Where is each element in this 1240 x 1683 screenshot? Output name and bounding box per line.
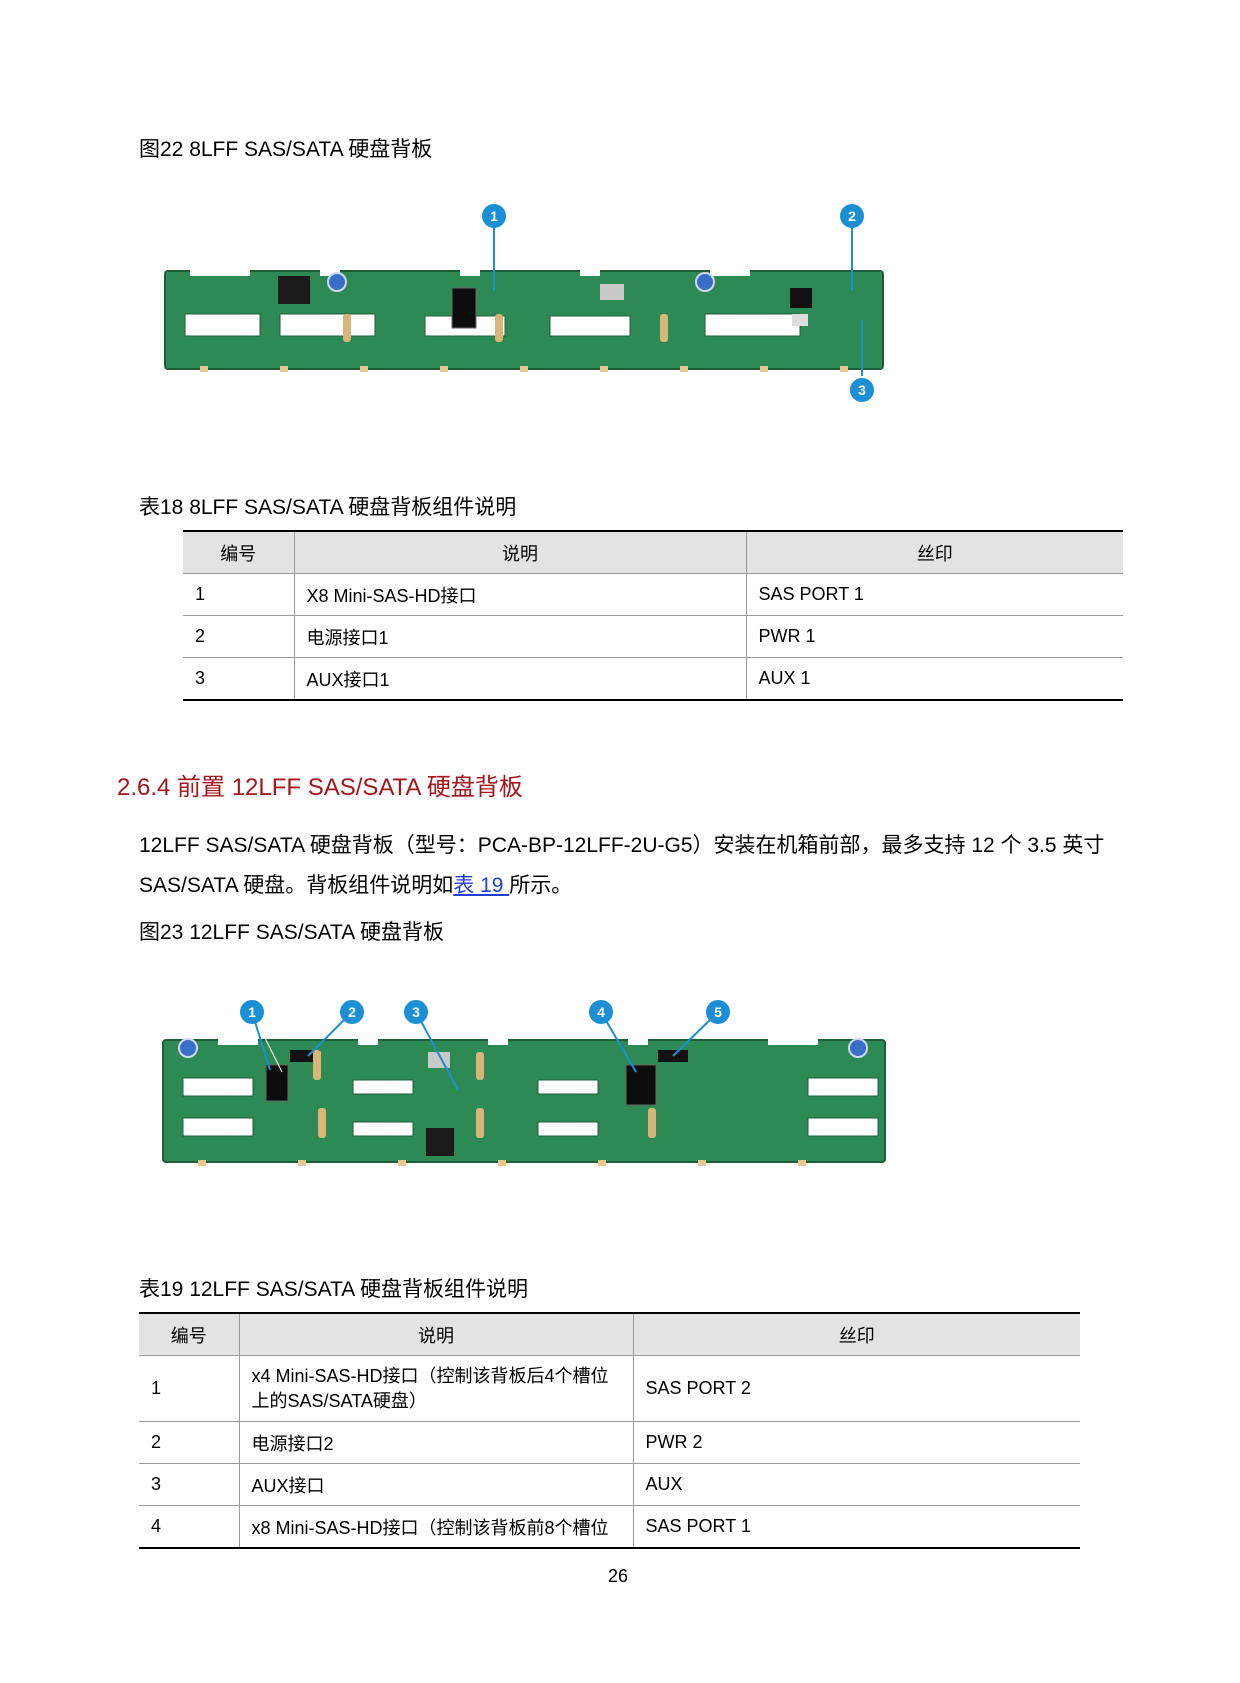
table-cell: x8 Mini-SAS-HD接口（控制该背板前8个槽位 [238,1505,634,1549]
table-row: 3 AUX接口1 AUX 1 [183,657,1123,701]
svg-text:1: 1 [248,1004,256,1020]
table-cell: 1 [183,573,295,616]
table-header-description: 说明 [293,530,747,574]
figure-23-caption: 图23 12LFF SAS/SATA 硬盘背板 [139,921,444,944]
table-cell: AUX 1 [745,657,1123,701]
callout-1-icon: 1 [482,204,506,228]
table-cell: SAS PORT 1 [632,1505,1080,1549]
callout-2-icon: 2 [340,1000,364,1024]
figure-22-backplane-image: 1 2 3 [160,196,900,416]
table-cell: 1 [139,1355,240,1422]
table-row: 2 电源接口2 PWR 2 [139,1421,1080,1464]
table-row: 2 电源接口1 PWR 1 [183,615,1123,658]
table-cell: X8 Mini-SAS-HD接口 [293,573,747,616]
svg-text:2: 2 [848,208,856,224]
table-cell: 3 [183,657,295,701]
table-18-caption: 表18 8LFF SAS/SATA 硬盘背板组件说明 [139,496,517,519]
table-row: 4 x8 Mini-SAS-HD接口（控制该背板前8个槽位 SAS PORT 1 [139,1505,1080,1549]
table-cell: PWR 2 [632,1421,1080,1464]
table-cell: x4 Mini-SAS-HD接口（控制该背板后4个槽位上的SAS/SATA硬盘） [238,1355,634,1422]
table-header-number: 编号 [139,1312,240,1356]
table-row: 1 X8 Mini-SAS-HD接口 SAS PORT 1 [183,573,1123,616]
svg-text:4: 4 [597,1004,605,1020]
figure-23-backplane-image: 1 2 3 4 5 [158,990,898,1180]
callout-4-icon: 4 [589,1000,613,1024]
table-header-silkscreen: 丝印 [632,1312,1080,1356]
svg-text:1: 1 [490,208,498,224]
table-header-number: 编号 [183,530,295,574]
table-cell: 电源接口1 [293,615,747,658]
table-18: 编号 说明 丝印 1 X8 Mini-SAS-HD接口 SAS PORT 1 2… [183,530,1123,701]
callout-3-icon: 3 [850,378,874,402]
table-header-description: 说明 [238,1312,634,1356]
table-header-silkscreen: 丝印 [745,530,1123,574]
callout-3-icon: 3 [404,1000,428,1024]
svg-text:3: 3 [412,1004,420,1020]
table-cell: 电源接口2 [238,1421,634,1464]
callout-5-icon: 5 [706,1000,730,1024]
table-19-caption: 表19 12LFF SAS/SATA 硬盘背板组件说明 [139,1278,528,1301]
table-cell: SAS PORT 2 [632,1355,1080,1422]
svg-text:2: 2 [348,1004,356,1020]
table-cell: SAS PORT 1 [745,573,1123,616]
table-19-link[interactable]: 表 19 [453,874,510,897]
table-cell: AUX [632,1463,1080,1506]
table-row: 1 x4 Mini-SAS-HD接口（控制该背板后4个槽位上的SAS/SATA硬… [139,1355,1080,1422]
table-cell: 2 [183,615,295,658]
paragraph-text-end: 所示。 [509,874,573,897]
table-cell: AUX接口1 [293,657,747,701]
table-cell: 2 [139,1421,240,1464]
paragraph-text: 12LFF SAS/SATA 硬盘背板（型号：PCA-BP-12LFF-2U-G… [139,834,1105,897]
section-heading: 2.6.4 前置 12LFF SAS/SATA 硬盘背板 [117,774,523,801]
body-paragraph: 12LFF SAS/SATA 硬盘背板（型号：PCA-BP-12LFF-2U-G… [139,826,1124,906]
svg-text:5: 5 [714,1004,722,1020]
table-row: 3 AUX接口 AUX [139,1463,1080,1506]
callout-2-icon: 2 [840,204,864,228]
svg-text:3: 3 [858,382,866,398]
callout-1-icon: 1 [240,1000,264,1024]
table-cell: 3 [139,1463,240,1506]
table-cell: AUX接口 [238,1463,634,1506]
figure-22-caption: 图22 8LFF SAS/SATA 硬盘背板 [139,138,433,161]
table-cell: 4 [139,1505,240,1549]
table-19: 编号 说明 丝印 1 x4 Mini-SAS-HD接口（控制该背板后4个槽位上的… [139,1312,1080,1549]
page-number: 26 [608,1566,629,1586]
table-cell: PWR 1 [745,615,1123,658]
